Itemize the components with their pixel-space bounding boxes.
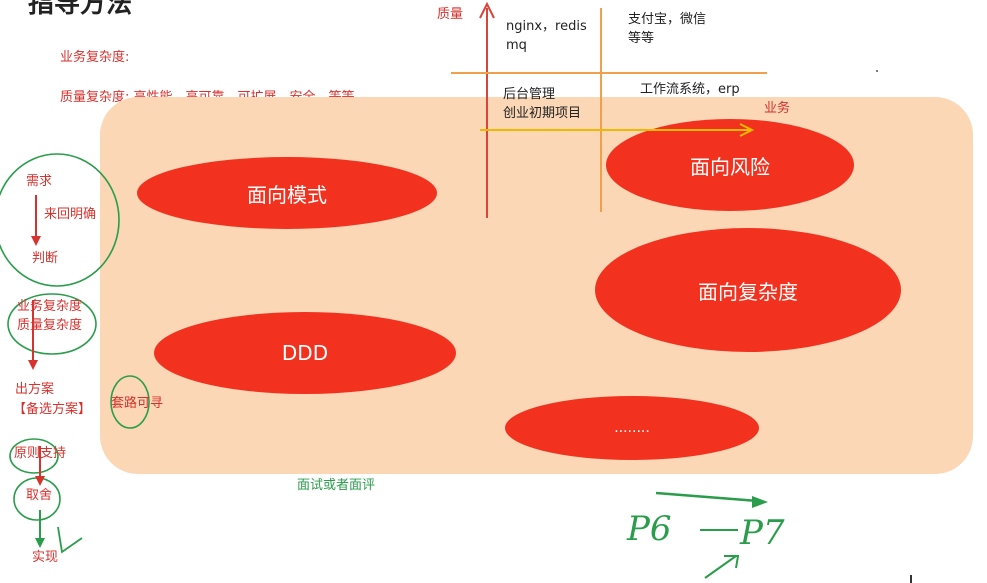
arrow-principle-tradeoff [35, 476, 45, 486]
quality-axis-label: 质量 [437, 7, 464, 22]
arrow-requirement-judge [31, 236, 41, 246]
ellipse-complexity [595, 228, 901, 352]
ellipse-risk-label: 面向风险 [690, 154, 770, 179]
handwritten-check-mark [57, 526, 83, 554]
step-clarify: 来回明确 [44, 207, 97, 222]
arrow-tradeoff-implement [35, 538, 45, 548]
quadrant-top-right-line1: 支付宝，微信 [628, 12, 707, 27]
quadrant-bottom-right: 工作流系统，erp [640, 82, 740, 97]
quadrant-top-left-line1: nginx，redis [506, 19, 587, 34]
ellipse-more [505, 396, 759, 460]
step-biz-complexity: 业务复杂度 [17, 299, 83, 314]
step-requirement: 需求 [26, 174, 53, 189]
green-circle-routine [110, 375, 150, 429]
handwritten-stroke-lower [704, 555, 740, 579]
business-complexity-note: 业务复杂度: [60, 50, 130, 65]
step-judge: 判断 [32, 251, 59, 266]
handwritten-arrow-head [752, 496, 768, 508]
quadrant-top-left-line2: mq [506, 38, 527, 53]
handwritten-p7: P7 [740, 513, 785, 553]
business-axis-arrowhead [739, 123, 755, 137]
ellipse-ddd [154, 312, 456, 394]
step-quality-complexity: 质量复杂度 [17, 318, 83, 333]
ellipse-risk [606, 119, 854, 211]
green-circle-principle [9, 438, 59, 474]
step-implement: 实现 [32, 550, 59, 565]
green-circle-requirement [0, 153, 120, 287]
step-solution: 出方案 [15, 382, 55, 397]
step-principle: 原则支持 [14, 446, 67, 461]
ellipse-more-label: ........ [614, 420, 650, 436]
business-axis-label: 业务 [764, 101, 791, 116]
handwritten-p6: P6 [627, 509, 672, 549]
quadrant-bottom-left-line1: 后台管理 [503, 87, 556, 102]
ellipse-complexity-label: 面向复杂度 [698, 279, 798, 304]
step-tradeoff: 取舍 [26, 488, 53, 503]
ellipse-pattern [137, 157, 437, 229]
step-routine: 套路可寻 [111, 396, 164, 411]
page-title: 指导方法 [28, 0, 133, 19]
ellipse-pattern-label: 面向模式 [247, 182, 327, 207]
quadrant-bottom-left-line2: 创业初期项目 [503, 106, 582, 121]
interview-note: 面试或者面评 [297, 478, 376, 493]
stray-dot [876, 70, 878, 72]
step-alternative: 【备选方案】 [13, 402, 92, 417]
quadrant-top-right-line2: 等等 [628, 31, 655, 46]
ellipse-ddd-label: DDD [281, 341, 329, 365]
quality-axis-arrowhead [479, 1, 495, 19]
arrow-complexity-solution [28, 360, 38, 370]
green-circle-complexity [7, 293, 97, 355]
